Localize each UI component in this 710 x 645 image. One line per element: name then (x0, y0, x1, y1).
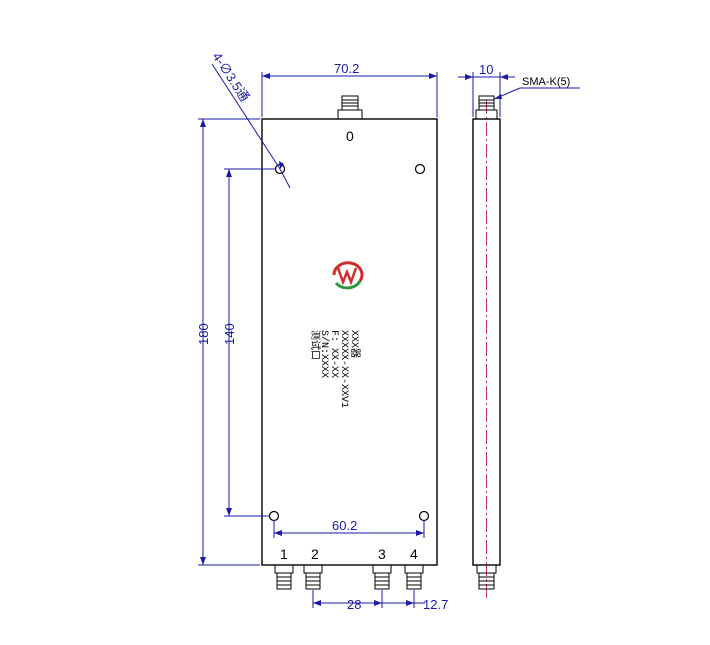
dim-port-spacing-edge-text: 12.7 (423, 597, 448, 612)
port-0-label: 0 (346, 128, 354, 144)
dim-total-height (198, 118, 260, 566)
label-line-3: F: XX-XX (328, 330, 339, 378)
dim-hole-horizontal-text: 60.2 (332, 518, 357, 533)
dim-top-width-text: 70.2 (334, 61, 359, 76)
side-connector-bottom (476, 564, 497, 590)
dim-top-width (261, 72, 438, 117)
dim-port-spacing (312, 590, 383, 608)
hole-callout-leader (211, 63, 291, 189)
dim-hole-vertical (224, 168, 276, 517)
mounting-hole-top-right (414, 163, 426, 175)
port-3-label: 3 (378, 546, 386, 562)
label-line-1: XXX器 (348, 330, 361, 358)
connector-callout-leader (493, 87, 580, 100)
dim-port-spacing-text: 28 (347, 597, 361, 612)
connector-port-0 (337, 95, 363, 120)
dim-port-spacing-edge (382, 590, 425, 608)
company-logo (332, 261, 364, 290)
label-line-2: XXXXX-XX-XXV1 (338, 330, 349, 408)
hole-callout-text: 4-∅3.5通 (209, 49, 252, 104)
side-connector-top (475, 95, 498, 120)
dim-side-thickness-text: 10 (479, 62, 493, 77)
connector-callout-text: SMA-K(5) (522, 76, 570, 88)
dim-side-thickness (458, 72, 515, 117)
product-label: XXX器 XXXXX-XX-XXV1 F: XX-XX S/N:XXXX 测试口 (308, 330, 361, 408)
dim-hole-vertical-text: 140 (222, 323, 237, 345)
port-1-label: 1 (280, 546, 288, 562)
dim-total-height-text: 180 (196, 323, 211, 345)
connector-port-2 (303, 564, 323, 590)
connector-port-1 (274, 564, 294, 590)
label-line-4: S/N:XXXX (318, 330, 330, 378)
dim-hole-horizontal (273, 520, 425, 538)
main-body-outline (261, 118, 438, 566)
connector-port-3 (372, 564, 392, 590)
port-2-label: 2 (311, 546, 319, 562)
label-line-5: 测试口 (308, 330, 322, 360)
connector-port-4 (404, 564, 424, 590)
port-4-label: 4 (410, 546, 418, 562)
